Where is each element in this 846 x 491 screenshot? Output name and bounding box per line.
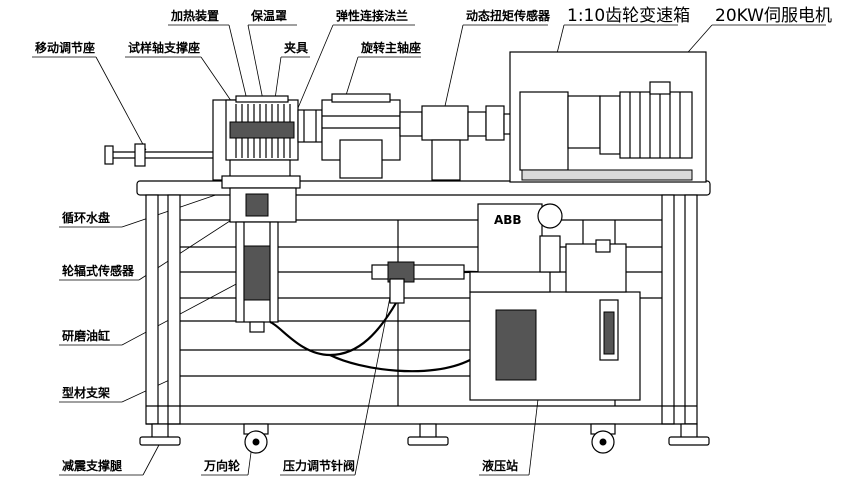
label-caster: 万向轮 [203, 458, 241, 473]
elastic-flange [297, 109, 323, 143]
grinding-cylinder [235, 221, 279, 333]
casters [243, 423, 616, 454]
label-heating-device: 加热装置 [170, 8, 219, 23]
damping-legs [139, 423, 710, 446]
heating-device [225, 95, 299, 182]
needle-valve [371, 261, 465, 304]
label-elastic-flange: 弹性连接法兰 [336, 8, 408, 23]
hydraulic-station: ABB [469, 203, 641, 401]
label-servo-motor: 20KW伺服电机 [715, 6, 832, 26]
label-insulation-cover: 保温罩 [250, 8, 287, 23]
label-sample-shaft-support: 试样轴支撑座 [128, 40, 200, 55]
label-profile-frame: 型材支架 [62, 385, 110, 400]
moving-base [104, 99, 236, 181]
label-damping-leg: 减震支撑腿 [62, 458, 123, 473]
servo-motor [599, 81, 693, 159]
motor-brand-label: ABB [494, 213, 522, 227]
label-gearbox: 1:10齿轮变速箱 [567, 6, 690, 26]
label-underlines [32, 24, 826, 476]
label-dynamic-torque-sensor: 动态扭矩传感器 [466, 8, 551, 23]
water-tray-and-sensor [221, 175, 301, 223]
label-water-tray: 循环水盘 [62, 210, 110, 225]
label-hydraulic-station: 液压站 [482, 458, 518, 473]
label-needle-valve: 压力调节针阀 [283, 458, 355, 473]
motor-fins [629, 92, 681, 158]
rotating-spindle-seat [321, 93, 423, 179]
dynamic-torque-sensor [421, 105, 519, 181]
label-spoke-sensor: 轮辐式传感器 [62, 263, 135, 278]
label-fixture: 夹具 [284, 40, 308, 55]
label-moving-base: 移动调节座 [35, 40, 95, 55]
label-grinding-cylinder: 研磨油缸 [62, 328, 110, 343]
label-rotating-spindle-seat: 旋转主轴座 [360, 40, 421, 55]
